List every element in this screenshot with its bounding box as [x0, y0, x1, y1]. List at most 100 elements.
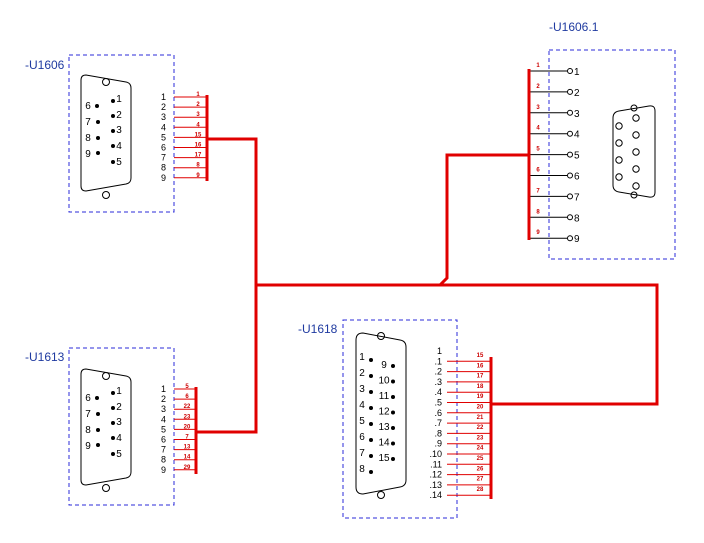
pin-number: 4: [161, 122, 166, 132]
pin-number: .10: [429, 449, 442, 459]
socket-hole: [632, 165, 640, 173]
face-pin-dot: [111, 436, 115, 440]
face-pin-dot: [369, 358, 373, 362]
wire-number: 5: [185, 384, 189, 390]
pin-terminal[interactable]: [567, 130, 573, 137]
pin-number: 6: [574, 172, 580, 183]
face-pin-dot: [96, 443, 100, 447]
face-pin-label: 3: [116, 417, 122, 428]
face-pin-dot: [111, 391, 115, 395]
face-pin-dot: [96, 151, 100, 155]
cable-to-u1606-1[interactable]: [438, 153, 529, 287]
pin-number: 9: [161, 173, 166, 183]
face-pin-label: 4: [359, 400, 365, 411]
pin-number: 8: [574, 213, 580, 224]
wire-number: 7: [185, 435, 189, 441]
face-pin-dot: [95, 396, 99, 400]
face-pin-label: 2: [359, 368, 365, 379]
pin-number: .8: [434, 428, 442, 438]
pin-terminal[interactable]: [567, 193, 573, 200]
face-pin-dot: [391, 364, 395, 368]
cable-to-u1618[interactable]: [440, 283, 659, 406]
wire-number: 3: [196, 112, 200, 118]
face-pin-label: 7: [359, 448, 365, 459]
wire-number: 6: [536, 168, 540, 174]
face-pin-dot: [111, 406, 115, 410]
face-pin-label: 1: [359, 352, 365, 363]
wire-number: 4: [196, 122, 200, 128]
pin-number: 2: [161, 102, 166, 112]
wire-number: 5: [536, 147, 540, 153]
pin-terminal[interactable]: [567, 109, 573, 116]
pin-terminal[interactable]: [567, 235, 573, 242]
pin-number: .1: [434, 356, 442, 366]
block-label-u1606-1: -U1606.1: [549, 20, 599, 34]
socket-hole: [632, 148, 640, 156]
face-pin-dot: [96, 412, 100, 416]
wire-number: 13: [184, 445, 191, 451]
wire-number: 28: [477, 487, 484, 493]
face-pin-dot: [369, 422, 373, 426]
wire-number: 4: [536, 126, 540, 132]
pin-number: 7: [574, 192, 580, 203]
face-pin-dot: [391, 410, 395, 415]
wire-number: 27: [477, 477, 484, 483]
pin-number: 1: [437, 346, 442, 356]
wire-number: 29: [184, 465, 191, 471]
wire-number: 14: [184, 455, 191, 461]
pin-number: 4: [574, 130, 580, 141]
wire-number: 16: [195, 143, 202, 149]
wire-number: 6: [185, 394, 189, 400]
pin-number: 8: [161, 163, 166, 173]
face-pin-dot: [391, 457, 395, 461]
face-pin-label: 7: [85, 117, 91, 128]
socket-hole: [615, 122, 623, 130]
face-pin-dot: [391, 426, 395, 430]
pin-terminal[interactable]: [567, 151, 573, 158]
wire-number: 9: [536, 230, 540, 236]
pin-number: .7: [434, 418, 442, 428]
wire-number: 17: [477, 374, 484, 380]
pin-terminal[interactable]: [567, 68, 573, 74]
pin-number: .13: [429, 480, 442, 490]
face-pin-dot: [111, 452, 115, 456]
wire-number: 1: [196, 92, 200, 98]
face-pin-label: 2: [116, 402, 122, 413]
face-pin-dot: [111, 99, 115, 103]
face-pin-dot: [369, 454, 373, 458]
pin-number: .14: [429, 490, 442, 500]
frame-u1606-1: [548, 49, 676, 260]
cable-u1606-u1613[interactable]: [196, 137, 258, 434]
pin-terminal[interactable]: [567, 88, 573, 95]
wire-number: 3: [536, 105, 540, 111]
face-pin-label: 13: [378, 422, 390, 433]
face-pin-label: 9: [85, 149, 91, 160]
face-pin-label: 12: [378, 407, 390, 418]
socket-hole: [615, 139, 623, 147]
frame-u1618: [342, 319, 458, 519]
wire-number: 26: [477, 466, 484, 472]
face-pin-label: 11: [379, 391, 390, 402]
pin-number: .3: [434, 377, 442, 387]
face-pin-label: 4: [116, 141, 122, 152]
face-pin-dot: [369, 390, 373, 394]
pin-number: .6: [434, 408, 442, 418]
block-label-u1618: -U1618: [298, 322, 338, 336]
pin-number: 5: [574, 151, 580, 162]
face-pin-label: 1: [116, 386, 122, 397]
cable-routing[interactable]: [196, 137, 659, 434]
pin-terminal[interactable]: [567, 214, 573, 221]
face-pin-label: 3: [359, 384, 365, 395]
face-pin-label: 9: [381, 360, 387, 371]
pin-terminal[interactable]: [567, 172, 573, 179]
face-pin-dot: [391, 441, 395, 446]
wire-number: 22: [477, 425, 484, 431]
wire-number: 7: [536, 188, 540, 194]
face-pin-dot: [111, 114, 115, 118]
face-pin-label: 10: [378, 376, 390, 387]
